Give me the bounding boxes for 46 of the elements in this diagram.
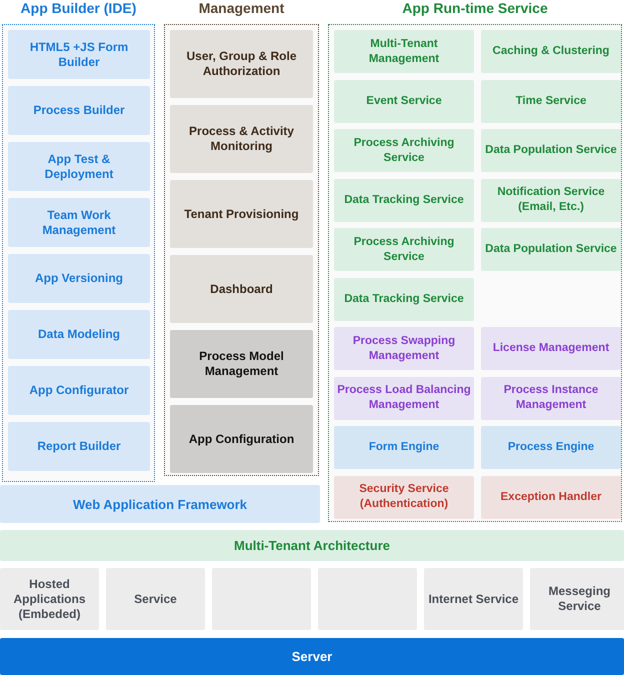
component-block: Data Population Service — [481, 228, 621, 271]
component-block: App Configuration — [170, 405, 313, 473]
group-heading: App Run-time Service — [401, 0, 549, 16]
component-block: Data Tracking Service — [334, 178, 474, 222]
component-block: Dashboard — [170, 255, 313, 323]
component-block: Exception Handler — [481, 476, 621, 518]
component-block: Tenant Provisioning — [170, 180, 313, 248]
component-block: Process Swapping Management — [334, 327, 474, 370]
component-block: Process Engine — [481, 426, 621, 469]
component-block: Form Engine — [334, 426, 474, 469]
component-block: Security Service (Authentication) — [334, 476, 474, 518]
component-block: License Management — [481, 327, 621, 370]
component-block: Server — [0, 638, 624, 675]
component-block: Multi-Tenant Management — [334, 30, 474, 73]
component-block: Process Load Balancing Management — [334, 376, 474, 420]
component-block: Process Archiving Service — [334, 129, 474, 172]
component-block: Messeging Service — [530, 568, 624, 630]
component-block: Report Builder — [8, 422, 150, 471]
component-block: Team Work Management — [8, 198, 150, 247]
component-block: Internet Service — [424, 568, 523, 630]
component-block: User, Group & Role Authorization — [170, 30, 313, 98]
component-block: Event Service — [334, 80, 474, 122]
component-block: Process Builder — [8, 86, 150, 135]
component-block: Data Tracking Service — [334, 278, 474, 320]
component-block: Hosted Applications (Embeded) — [0, 568, 99, 630]
component-block: Notification Service (Email, Etc.) — [481, 178, 621, 222]
component-block: Caching & Clustering — [481, 30, 621, 73]
component-block: Process Model Management — [170, 330, 313, 398]
component-block: Process & Activity Monitoring — [170, 105, 313, 173]
component-block: Data Modeling — [8, 310, 150, 359]
group-panel — [164, 0, 319, 476]
component-block: Process Archiving Service — [334, 228, 474, 271]
component-block: App Versioning — [8, 254, 150, 303]
group-heading: Management — [198, 0, 286, 16]
component-block: Process Instance Management — [481, 376, 621, 420]
component-block: App Configurator — [8, 366, 150, 415]
component-block: Web Application Framework — [0, 485, 320, 523]
component-block: Multi-Tenant Architecture — [0, 530, 624, 561]
component-block: Data Population Service — [481, 129, 621, 172]
group-panel — [2, 0, 155, 482]
component-block: Service — [106, 568, 205, 630]
component-block: HTML5 +JS Form Builder — [8, 30, 150, 79]
component-block: Time Service — [481, 80, 621, 122]
group-panel — [328, 0, 622, 522]
component-block: App Test & Deployment — [8, 142, 150, 191]
group-heading: App Builder (IDE) — [20, 0, 138, 16]
